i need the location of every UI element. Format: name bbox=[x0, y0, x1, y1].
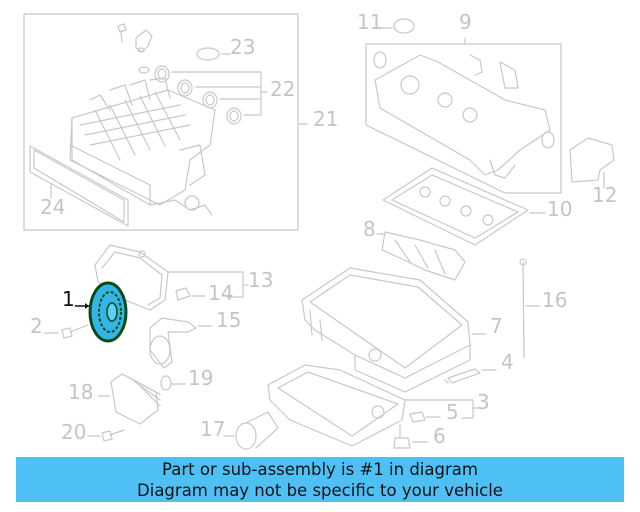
o-ring-19-drawing bbox=[160, 375, 172, 391]
clip-drawing bbox=[175, 287, 191, 301]
callout-18[interactable]: 18 bbox=[68, 380, 94, 404]
callout-11[interactable]: 11 bbox=[357, 10, 383, 34]
lower-oil-pan-drawing bbox=[267, 364, 406, 447]
head-gasket-drawing bbox=[382, 167, 529, 246]
baffle-drawing bbox=[381, 231, 466, 281]
valve-cover-drawing bbox=[373, 51, 555, 179]
bolt-2-drawing bbox=[61, 324, 89, 339]
callout-6[interactable]: 6 bbox=[433, 424, 446, 448]
callout-7[interactable]: 7 bbox=[490, 314, 503, 338]
callout-3[interactable]: 3 bbox=[477, 390, 490, 414]
callout-22[interactable]: 22 bbox=[270, 77, 296, 101]
callout-2[interactable]: 2 bbox=[30, 314, 43, 338]
highlighted-part-1[interactable] bbox=[88, 281, 128, 343]
callout-13[interactable]: 13 bbox=[248, 268, 274, 292]
callout-9[interactable]: 9 bbox=[459, 10, 472, 34]
callout-8[interactable]: 8 bbox=[363, 217, 376, 241]
bracket-drawing bbox=[149, 317, 197, 369]
filler-cap-drawing bbox=[393, 18, 415, 34]
drain-plug-drawing bbox=[409, 411, 426, 423]
callout-12[interactable]: 12 bbox=[592, 183, 618, 207]
oil-filter-drawing bbox=[235, 411, 279, 450]
valve-cover-group-box bbox=[365, 43, 562, 194]
callout-14[interactable]: 14 bbox=[208, 281, 234, 305]
callout-10[interactable]: 10 bbox=[547, 197, 573, 221]
oil-level-sensor-drawing bbox=[393, 424, 411, 449]
callout-17[interactable]: 17 bbox=[200, 417, 226, 441]
intake-manifold-group-box bbox=[23, 13, 299, 231]
callout-15[interactable]: 15 bbox=[216, 308, 242, 332]
dipstick-drawing bbox=[519, 258, 527, 359]
bolt-20-drawing bbox=[101, 429, 125, 442]
timing-cover-drawing bbox=[569, 137, 615, 183]
upper-oil-pan-drawing bbox=[301, 267, 471, 393]
oil-sensor-drawing bbox=[444, 368, 481, 384]
callout-24[interactable]: 24 bbox=[40, 195, 66, 219]
callout-1[interactable]: 1 bbox=[62, 287, 75, 311]
callout-21[interactable]: 21 bbox=[313, 107, 339, 131]
intake-manifold-drawing bbox=[69, 77, 216, 216]
callout-19[interactable]: 19 bbox=[188, 366, 214, 390]
banner-line-1: Part or sub-assembly is #1 in diagram bbox=[162, 460, 478, 479]
callout-4[interactable]: 4 bbox=[501, 350, 514, 374]
callout-23[interactable]: 23 bbox=[230, 35, 256, 59]
sensor-drawing bbox=[117, 23, 153, 53]
banner-line-2: Diagram may not be specific to your vehi… bbox=[137, 481, 503, 500]
info-banner: Part or sub-assembly is #1 in diagram Di… bbox=[16, 457, 624, 502]
callout-16[interactable]: 16 bbox=[542, 288, 568, 312]
o-ring-seals bbox=[138, 47, 242, 125]
gasket-drawing bbox=[29, 145, 129, 227]
callout-5[interactable]: 5 bbox=[446, 400, 459, 424]
oil-cooler-drawing bbox=[110, 373, 161, 425]
callout-20[interactable]: 20 bbox=[61, 420, 87, 444]
